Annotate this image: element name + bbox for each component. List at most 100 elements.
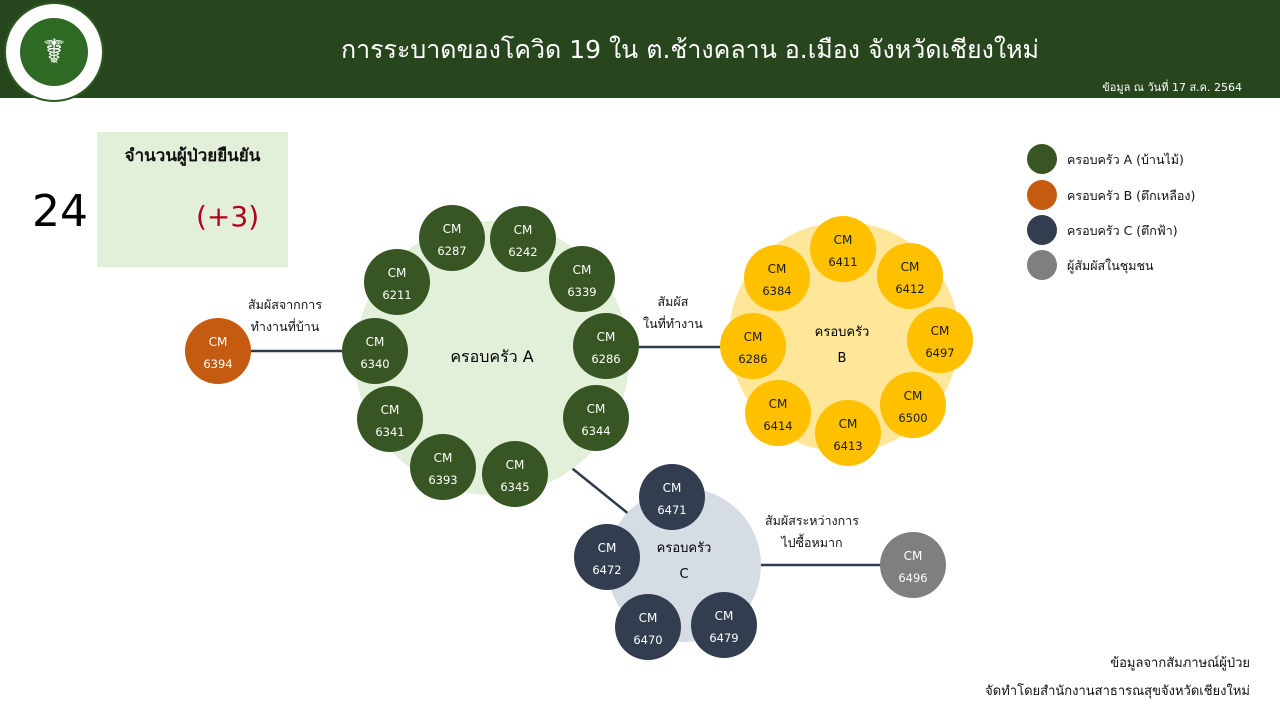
case-node-6479-id: 6479 [709,631,738,645]
case-node-6344-id: 6344 [581,424,610,438]
case-node-6471-id: 6471 [657,503,686,517]
case-node-6393-id: 6393 [428,473,457,487]
case-node-6411-prefix: CM [834,233,853,247]
case-node-6471-prefix: CM [663,481,682,495]
case-node-6500-prefix: CM [904,389,923,403]
case-node-6500 [880,372,946,438]
legend-label: ครอบครัว B (ตึกเหลือง) [1067,188,1196,203]
footnote-prepared-by: จัดทำโดยสำนักงานสาธารณสุขจังหวัดเชียงใหม… [985,684,1250,699]
caduceus-icon: ☤ [42,32,66,72]
case-node-6414-id: 6414 [763,419,792,433]
case-node-6413-prefix: CM [839,417,858,431]
case-node-6472-prefix: CM [598,541,617,555]
case-node-6384-id: 6384 [762,284,791,298]
confirmed-count-box: จำนวนผู้ป่วยยืนยัน [97,132,288,267]
case-node-6411-id: 6411 [828,255,857,269]
case-node-6479-prefix: CM [715,609,734,623]
cluster-label-c-letter: C [679,567,688,582]
case-node-6287-id: 6287 [437,244,466,258]
legend-swatch [1027,215,1057,245]
case-node-6286-id: 6286 [738,352,767,366]
case-node-6497-prefix: CM [931,324,950,338]
case-node-6286-prefix: CM [744,330,763,344]
case-node-6496-prefix: CM [904,549,923,563]
case-node-6394 [185,318,251,384]
case-node-6339 [549,246,615,312]
case-node-6412-id: 6412 [895,282,924,296]
page-title: การระบาดของโควิด 19 ใน ต.ช้างคลาน อ.เมือ… [340,35,1040,64]
case-node-6339-prefix: CM [573,263,592,277]
legend-swatch [1027,250,1057,280]
edge-label-line: ทำงานที่บ้าน [250,318,320,334]
case-node-6286-prefix: CM [597,330,616,344]
legend-swatch [1027,144,1057,174]
edge-label-betel-shopping: สัมผัสระหว่างการ ไปซื้อหมาก [765,510,859,554]
case-node-6341 [357,386,423,452]
case-node-6242-id: 6242 [508,245,537,259]
case-node-6413 [815,400,881,466]
confirmed-count-delta: (+3) [196,200,260,233]
cluster-label-b-letter: B [838,351,847,366]
case-node-6470-prefix: CM [639,611,658,625]
case-node-6345-id: 6345 [500,480,529,494]
case-node-6497 [907,307,973,373]
case-node-6339-id: 6339 [567,285,596,299]
header-bar: การระบาดของโควิด 19 ใน ต.ช้างคลาน อ.เมือ… [0,0,1280,98]
edge-label-line: สัมผัสระหว่างการ [765,513,859,528]
case-node-6211-id: 6211 [382,288,411,302]
edge-label-line: ไปซื้อหมาก [781,534,843,550]
case-node-6286 [720,313,786,379]
case-node-6479 [691,592,757,658]
case-node-6384-prefix: CM [768,262,787,276]
case-node-6393-prefix: CM [434,451,453,465]
case-node-6345 [482,441,548,507]
case-node-6286-id: 6286 [591,352,620,366]
data-date: ข้อมูล ณ วันที่ 17 ส.ค. 2564 [1102,81,1242,94]
cluster-label-b: ครอบครัว [815,325,870,340]
footnote-source: ข้อมูลจากสัมภาษณ์ผู้ป่วย [1110,656,1250,671]
case-node-6242 [490,206,556,272]
case-node-6500-id: 6500 [898,411,927,425]
edge-line-2 [562,460,631,516]
case-node-6341-prefix: CM [381,403,400,417]
legend-swatch [1027,180,1057,210]
case-node-6341-id: 6341 [375,425,404,439]
case-node-6287 [419,205,485,271]
legend-label: ครอบครัว C (ตึกฟ้า) [1067,223,1178,238]
case-node-6340 [342,318,408,384]
case-node-6472 [574,524,640,590]
case-node-6470-id: 6470 [633,633,662,647]
case-node-6345-prefix: CM [506,458,525,472]
case-node-6412-prefix: CM [901,260,920,274]
case-node-6287-prefix: CM [443,222,462,236]
case-node-6413-id: 6413 [833,439,862,453]
edge-label-line: ในที่ทำงาน [643,315,703,331]
case-node-6414 [745,380,811,446]
edge-label-line: สัมผัส [657,294,689,309]
case-node-6472-id: 6472 [592,563,621,577]
case-node-6393 [410,434,476,500]
case-node-6340-prefix: CM [366,335,385,349]
case-node-6394-id: 6394 [203,357,232,371]
case-node-6394-prefix: CM [209,335,228,349]
case-node-6496 [880,532,946,598]
case-node-6344 [563,385,629,451]
case-node-6411 [810,216,876,282]
legend-label: ผู้สัมผัสในชุมชน [1067,258,1154,273]
case-node-6496-id: 6496 [898,571,927,585]
confirmed-count-label: จำนวนผู้ป่วยยืนยัน [124,146,261,166]
case-node-6211-prefix: CM [388,266,407,280]
case-node-6340-id: 6340 [360,357,389,371]
edge-label-workplace: สัมผัส ในที่ทำงาน [643,291,703,335]
case-node-6414-prefix: CM [769,397,788,411]
legend-label: ครอบครัว A (บ้านไม้) [1067,152,1184,167]
case-node-6470 [615,594,681,660]
case-node-6211 [364,249,430,315]
ministry-logo: ☤ [4,2,104,102]
cluster-label-a: ครอบครัว A [450,347,533,366]
case-node-6242-prefix: CM [514,223,533,237]
case-node-6286 [573,313,639,379]
confirmed-count-value: 24 [32,186,88,237]
case-node-6412 [877,243,943,309]
